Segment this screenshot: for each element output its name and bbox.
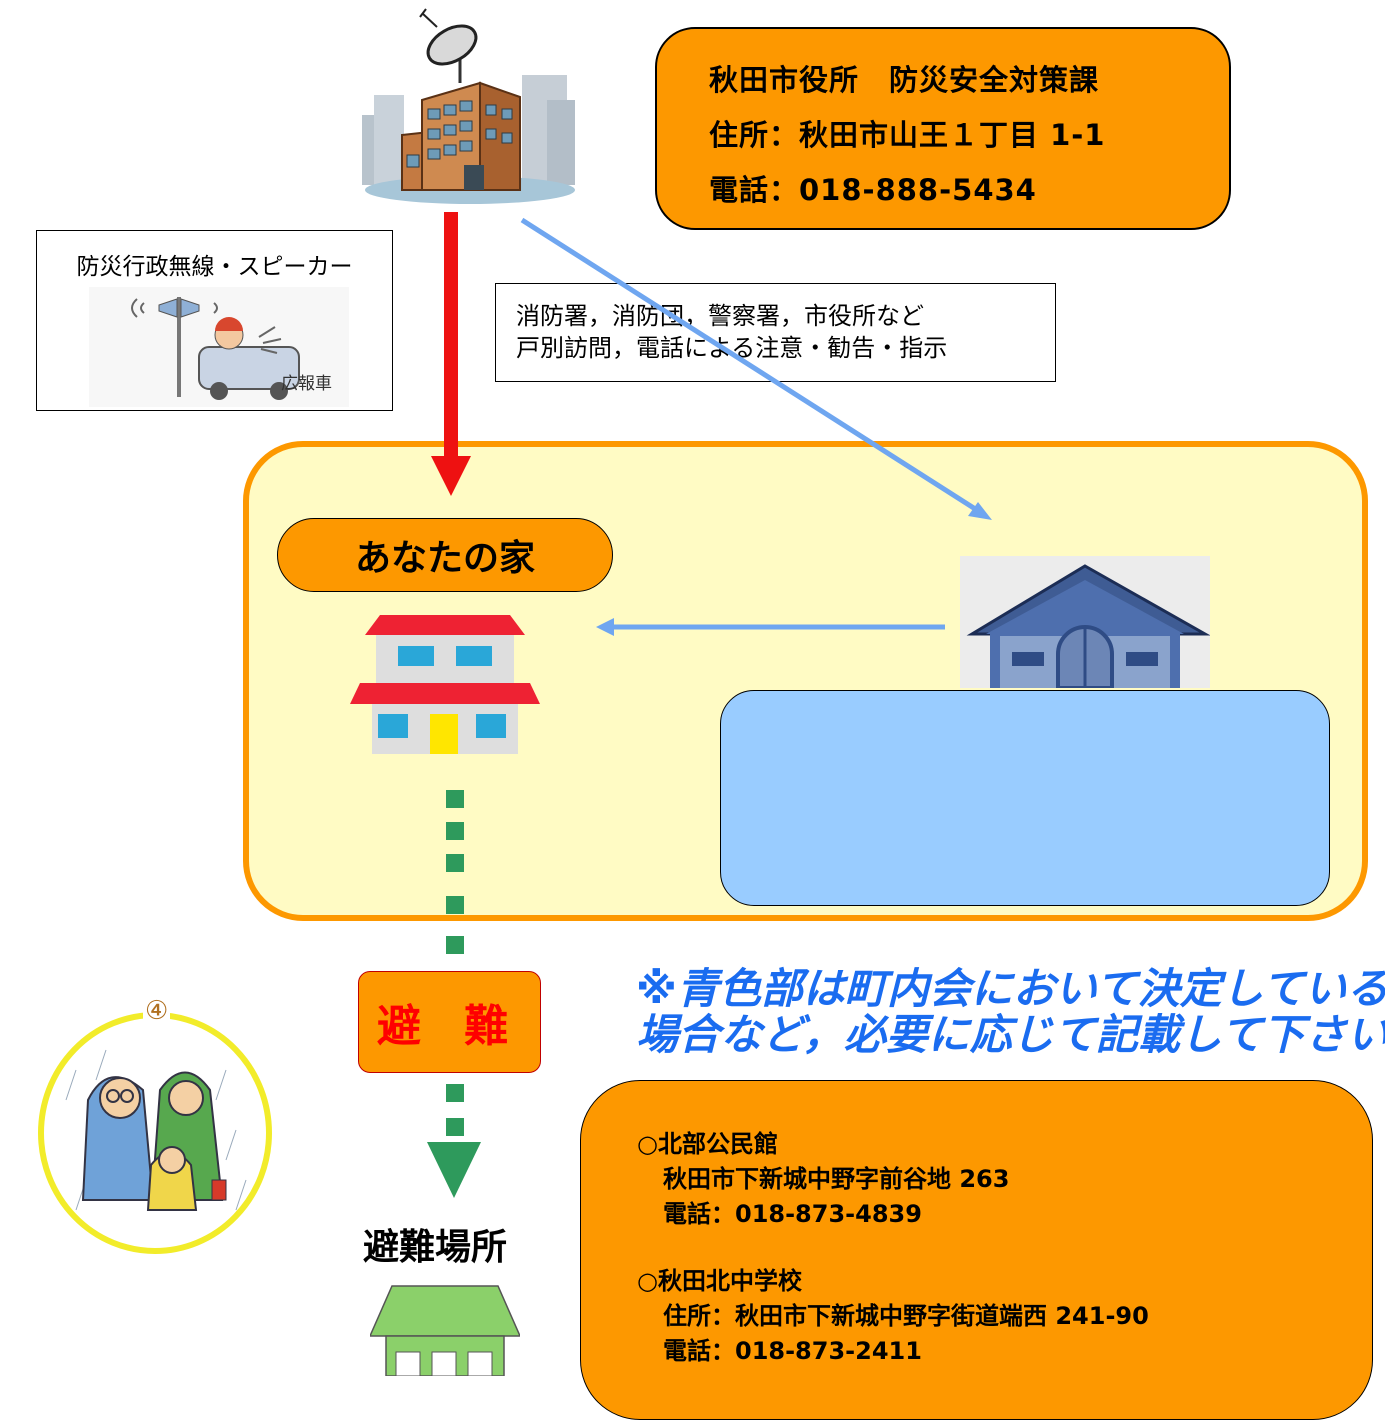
blue-section-note: ※青色部は町内会において決定している 場合など，必要に応じて記載して下さい: [636, 966, 1385, 1058]
green-dashed-path: [446, 790, 464, 1136]
family-evacuating-illustration: [38, 1012, 272, 1254]
speaker-car-illustration: 広報車: [89, 287, 349, 407]
red-arrow-shaft: [444, 212, 458, 458]
speaker-car-label: 広報車: [281, 374, 332, 394]
office-address: 住所：秋田市山王１丁目 1-1: [709, 118, 1106, 152]
green-arrow-head: [427, 1142, 481, 1198]
evacuation-label: 避 難: [358, 971, 541, 1073]
shelter-2-phone: 電話：018-873-2411: [663, 1337, 922, 1365]
visit-caption-line2: 戸別訪問，電話による注意・勧告・指示: [516, 334, 948, 362]
blue-diagonal-arrow: [520, 217, 982, 515]
shelter-1-address: 秋田市下新城中野字前谷地 263: [663, 1165, 1010, 1193]
blue-panel: [720, 690, 1330, 906]
city-office-illustration: [362, 5, 577, 210]
office-phone: 電話：018-888-5434: [709, 173, 1037, 207]
home-label: あなたの家: [277, 518, 613, 592]
shelter-info-box: ○北部公民館 秋田市下新城中野字前谷地 263 電話：018-873-4839 …: [580, 1080, 1373, 1420]
visit-caption-line1: 消防署，消防団，警察署，市役所など: [516, 302, 924, 330]
your-house-icon: [350, 615, 540, 754]
red-arrow-head: [431, 456, 471, 496]
neighbor-house-icon: [960, 556, 1210, 688]
shelter-2-name: ○秋田北中学校: [637, 1267, 802, 1295]
office-name: 秋田市役所 防災安全対策課: [709, 63, 1100, 97]
shelter-title: 避難場所: [363, 1227, 508, 1268]
shelter-building-icon: [370, 1285, 520, 1376]
shelter-2-address: 住所：秋田市下新城中野字街道端西 241-90: [663, 1302, 1149, 1330]
note-line1: ※青色部は町内会において決定している: [636, 964, 1385, 1013]
shelter-1-phone: 電話：018-873-4839: [663, 1200, 922, 1228]
note-line2: 場合など，必要に応じて記載して下さい: [636, 1010, 1385, 1059]
shelter-1-name: ○北部公民館: [637, 1130, 778, 1158]
office-contact-box: 秋田市役所 防災安全対策課 住所：秋田市山王１丁目 1-1 電話：018-888…: [655, 27, 1231, 230]
illustration-number: ④: [143, 996, 171, 1026]
arrow-layer: [427, 212, 992, 1198]
visit-caption-box: 消防署，消防団，警察署，市役所など 戸別訪問，電話による注意・勧告・指示: [495, 283, 1056, 382]
radio-speaker-caption: 防災行政無線・スピーカー: [76, 254, 353, 280]
radio-speaker-box: 防災行政無線・スピーカー 広報車: [36, 230, 393, 411]
